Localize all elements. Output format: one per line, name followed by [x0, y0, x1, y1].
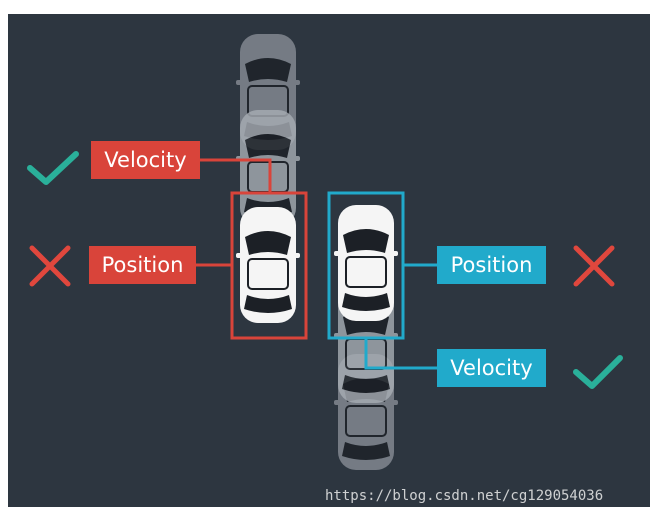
right-position-label: Position [437, 246, 546, 284]
checkmark-icon [573, 355, 623, 389]
cross-icon [29, 245, 71, 287]
watermark-url: https://blog.csdn.net/cg129054036 [325, 488, 604, 504]
left-velocity-label: Velocity [91, 141, 200, 179]
checkmark-icon [27, 151, 79, 185]
left-position-label: Position [89, 246, 196, 284]
right-velocity-connector [364, 338, 437, 370]
car-left [235, 206, 301, 324]
right-velocity-label: Velocity [437, 349, 546, 387]
left-velocity-connector [200, 158, 272, 193]
car-right [333, 204, 399, 322]
cross-icon [573, 245, 615, 287]
